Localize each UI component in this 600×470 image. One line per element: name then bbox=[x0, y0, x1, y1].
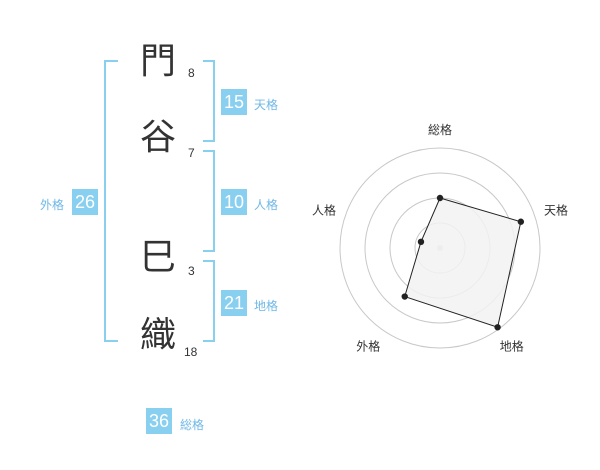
radar-axis-label: 地格 bbox=[500, 339, 524, 354]
chikaku-bracket bbox=[203, 260, 215, 342]
gaikaku-bracket bbox=[104, 60, 118, 342]
stroke-count-2: 7 bbox=[188, 146, 195, 160]
radar-ring-4 bbox=[339, 147, 541, 349]
radar-axis-label: 総格 bbox=[428, 122, 452, 137]
jinkaku-label: 人格 bbox=[254, 198, 279, 212]
radar-points bbox=[401, 194, 525, 331]
radar-point-2 bbox=[494, 324, 501, 331]
soukaku-label: 総格 bbox=[180, 418, 205, 432]
name-char-1: 門 bbox=[140, 41, 177, 82]
soukaku-value: 36 bbox=[146, 408, 173, 434]
radar-grid bbox=[339, 147, 541, 349]
chikaku-value: 21 bbox=[221, 290, 248, 316]
tenkaku-value: 15 bbox=[221, 89, 248, 115]
stroke-count-4: 18 bbox=[184, 345, 198, 359]
radar-ring-3 bbox=[364, 172, 516, 324]
radar-ring-2 bbox=[389, 197, 491, 299]
tenkaku-bracket bbox=[203, 60, 215, 142]
radar-area bbox=[404, 197, 522, 328]
radar-point-0 bbox=[436, 194, 444, 202]
jinkaku-bracket bbox=[203, 150, 215, 252]
chikaku-label: 地格 bbox=[254, 299, 279, 313]
stroke-count-3: 3 bbox=[188, 264, 195, 278]
tenkaku-label: 天格 bbox=[254, 98, 279, 112]
radar-center bbox=[437, 245, 443, 251]
gaikaku-label: 外格 bbox=[40, 198, 65, 212]
stroke-count-1: 8 bbox=[188, 66, 195, 80]
gaikaku-value: 26 bbox=[72, 189, 99, 215]
radar-point-3 bbox=[401, 293, 408, 300]
radar-point-1 bbox=[517, 218, 525, 225]
radar-axis-label: 天格 bbox=[544, 202, 568, 217]
name-char-4: 織 bbox=[140, 315, 177, 356]
radar-point-4 bbox=[417, 238, 425, 246]
jinkaku-value: 10 bbox=[221, 189, 248, 215]
radar-axis-label: 外格 bbox=[356, 339, 380, 354]
radar-axis-label: 人格 bbox=[312, 202, 336, 217]
radar-ring-1 bbox=[414, 222, 466, 274]
name-char-2: 谷 bbox=[140, 117, 177, 158]
name-char-3: 巳 bbox=[140, 237, 177, 278]
